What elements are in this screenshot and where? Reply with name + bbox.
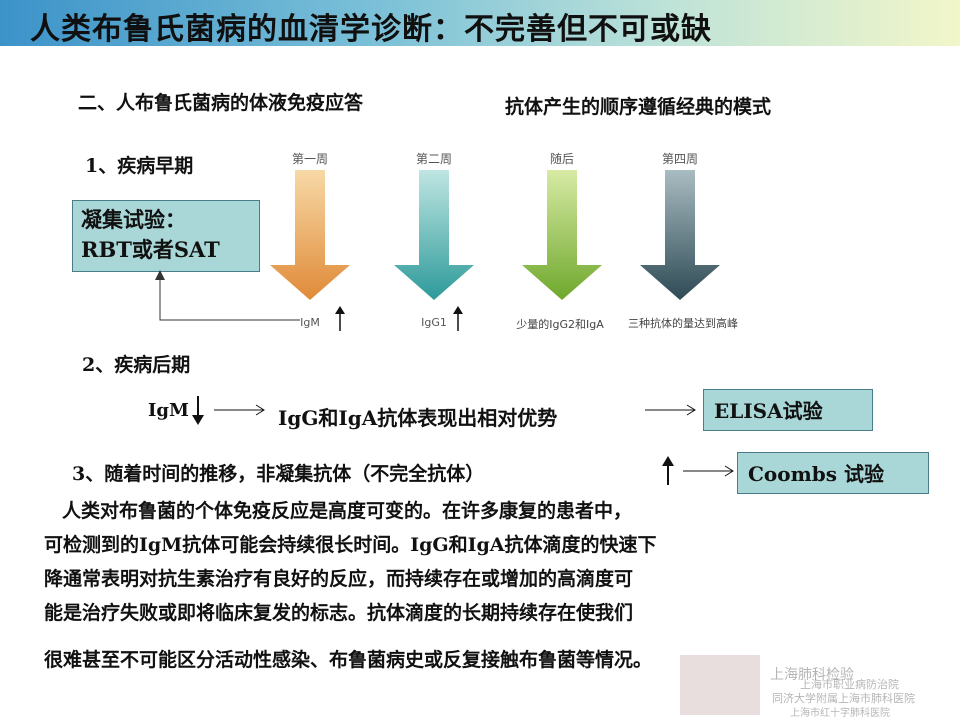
timeline-arrows xyxy=(270,170,720,300)
down-arrow-icon xyxy=(192,396,204,425)
paragraph-line-2: 可检测到的IgM抗体可能会持续很长时间。IgG和IgA抗体滴度的快速下 xyxy=(44,534,657,556)
watermark-channel: 上海肺科检验 xyxy=(770,667,854,683)
week4-arrow xyxy=(640,170,720,300)
right-arrow-icon xyxy=(214,404,265,416)
igg-iga-text: IgG和IgA抗体表现出相对优势 xyxy=(278,406,558,430)
connector-line xyxy=(155,270,300,321)
watermark-line3: 上海市红十字肺科医院 xyxy=(790,708,890,719)
paragraph-line-3: 降通常表明对抗生素治疗有良好的反应，而持续存在或增加的高滴度可 xyxy=(44,568,634,590)
elisa-test-box: ELISA试验 xyxy=(703,389,873,431)
right-arrow-icon xyxy=(683,465,734,477)
stage2-label: 2、疾病后期 xyxy=(82,354,191,376)
antibody-igg1: IgG1 xyxy=(421,316,447,329)
section-subheading: 抗体产生的顺序遵循经典的模式 xyxy=(505,96,772,118)
after-arrow xyxy=(522,170,602,300)
antibody-peak: 三种抗体的量达到高峰 xyxy=(628,317,738,330)
period-week2: 第二周 xyxy=(415,152,452,166)
antibody-igg2-iga: 少量的IgG2和IgA xyxy=(516,318,604,331)
title-bar: 人类布鲁氏菌病的血清学诊断：不完善但不可或缺 xyxy=(0,0,960,47)
period-week1: 第一周 xyxy=(291,152,328,166)
stage3-label: 3、随着时间的推移，非凝集抗体（不完全抗体） xyxy=(72,463,485,485)
igm-label: IgM xyxy=(148,400,189,421)
watermark-line1: 上海市职业病防治院 xyxy=(800,678,899,691)
stage1-label: 1、疾病早期 xyxy=(85,155,194,177)
agglutination-line1: 凝集试验： xyxy=(81,207,186,232)
period-after: 随后 xyxy=(549,152,574,166)
watermark-line2: 同济大学附属上海市肺科医院 xyxy=(772,692,915,705)
paragraph-line-4: 能是治疗失败或即将临床复发的标志。抗体滴度的长期持续存在使我们 xyxy=(44,602,634,624)
section-heading: 二、人布鲁氏菌病的体液免疫应答 xyxy=(78,92,364,114)
up-arrow-icon xyxy=(453,306,463,331)
antibody-igm: IgM xyxy=(300,316,320,329)
hospital-logo xyxy=(680,655,760,715)
period-week4: 第四周 xyxy=(661,152,698,166)
agglutination-line2: RBT或者SAT xyxy=(81,237,220,262)
up-arrow-icon xyxy=(662,456,674,485)
page-title: 人类布鲁氏菌病的血清学诊断：不完善但不可或缺 xyxy=(30,12,712,47)
coombs-test-box: Coombs 试验 xyxy=(737,452,929,494)
agglutination-test-box: 凝集试验： RBT或者SAT xyxy=(72,200,260,272)
paragraph-line-1: 人类对布鲁菌的个体免疫反应是高度可变的。在许多康复的患者中， xyxy=(62,500,633,522)
week2-arrow xyxy=(394,170,474,300)
up-arrow-icon xyxy=(335,306,345,331)
right-arrow-icon xyxy=(645,404,696,416)
week1-arrow xyxy=(270,170,350,300)
paragraph-line-5: 很难甚至不可能区分活动性感染、布鲁菌病史或反复接触布鲁菌等情况。 xyxy=(44,649,653,671)
